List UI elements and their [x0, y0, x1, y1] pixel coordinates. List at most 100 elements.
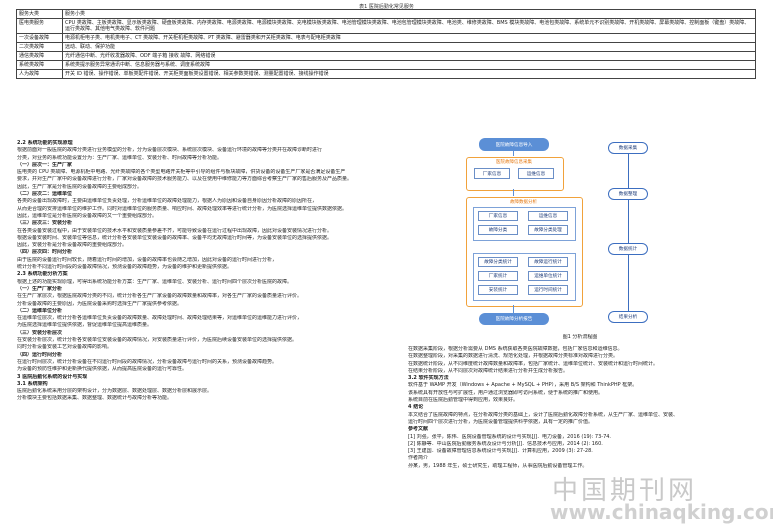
section-heading: 4 结论	[408, 404, 424, 411]
paragraph-line: [3] 王建国．设备故障管理信息系统设计与实现[J]．计算机应用，2009 (3…	[408, 448, 593, 455]
paragraph-line: 由于医院的设备运行时间较长，随着运行时间的增加，设备的故障率也会随之增加，因此对…	[17, 256, 278, 263]
section-heading: 3 医院后勤化系统的设计与实现	[17, 373, 88, 380]
stat-box: 厂家统计	[478, 271, 518, 281]
diagram-bottom-node: 医院故障分析报告	[479, 313, 549, 325]
category-cell: 系统类故障	[16, 60, 63, 70]
table-header-cell: 服务小类	[62, 9, 756, 19]
subcategory-cell: 光纤通信中断、光纤收发器故障、ODF 端子箱 接收 故障、网络错误	[62, 51, 756, 61]
ops-info-box: 运维信息	[518, 168, 554, 179]
section-heading: （二）运维单位分析	[17, 307, 63, 314]
paragraph-line: 在结果分析阶段，从不同层次对故障统计结果进行分析并生成分析报告。	[408, 367, 569, 374]
paragraph-line: 在运行时间层次，统计分析设备在不同运行时间段的故障情况，分析设备故障与运行时间的…	[17, 358, 278, 365]
vendor-box: 厂家信息	[478, 211, 518, 221]
side-line	[628, 148, 629, 316]
section-heading: （三）安装分析层次	[17, 329, 63, 336]
paragraph-line: 根据上述的功能实现原理，可得出系统功能分析方案：生产厂家、运维单位、安装分析、运…	[17, 278, 293, 285]
paragraph-line: 在生产厂家层次，根据医院故障分类的不同，统计分析各生产厂家设备的故障数量和故障率…	[17, 293, 303, 300]
paragraph-line: 本文结合了医院故障的特点，在分析故障分类的基础上，设计了医院后勤化故障分析系统，…	[408, 411, 679, 418]
paragraph-line: 医院后勤化系统采用分层的架构设计，分为数据层、数据处理层、数据分析层和展示层。	[17, 388, 213, 395]
vendor-info-box: 厂家信息	[474, 168, 510, 179]
paragraph-line: 在数据采集阶段，根据分析需要从 DMS 系统获取各类医院故障数据，包括厂家信息和…	[408, 346, 623, 352]
category-box: 故障分类	[478, 225, 518, 235]
paragraph-line: 在数据统计阶段，从不同维度统计故障数量和故障率，包括厂家统计、运维单位统计、安装…	[408, 360, 659, 367]
paragraph-line: 软件基于 WAMP 开发（Windows + Apache + MySQL + …	[408, 382, 638, 389]
section-heading: 3.2 软件实现方法	[408, 375, 449, 382]
subcategory-cell: 开关 ID 错误、操作错误、单板类配件错误、开关柜类面板类设置错误、相关参数类错…	[62, 69, 756, 79]
table-row: 二次类故障远动、联动、保护功能	[16, 42, 756, 52]
paragraph-line: 根据设备安装时间、安装单位等信息，统计分析各安装单位安装设备的故障率、设备平均无…	[17, 234, 333, 241]
category-cell: 二次类故障	[16, 42, 63, 52]
subcategory-cell: 远动、联动、保护功能	[62, 42, 756, 52]
analysis-group-label: 故障数据分析	[510, 200, 537, 205]
table-row: 通信类故障光纤通信中断、光纤收发器故障、ODF 端子箱 接收 故障、网络错误	[16, 51, 756, 61]
category-cell: 人为故障	[16, 69, 63, 79]
section-heading: 2.2 系统功能的实现原理	[17, 140, 73, 146]
table-row: 人为故障开关 ID 错误、操作错误、单板类配件错误、开关柜类面板类设置错误、相关…	[16, 69, 756, 79]
paragraph-line: 从而更合理的安排运维单位的维护工作。同时对运维单位的服务质量、响应时间、故障处理…	[17, 205, 348, 212]
paragraph-line: 各类的设备出现故障时，主要由运维单位负责处理，分析运维单位的故障处理能力，根据人…	[17, 198, 318, 205]
category-cell: 通信类故障	[16, 51, 63, 61]
stat-box: 运行时间统计	[528, 285, 568, 295]
watermark-url: www.chinaqking.com	[550, 500, 773, 524]
left-text-column: 2.2 系统功能的实现原理根据前面对一般医院的故障分类进行业务模型的分析，分为设…	[17, 140, 395, 403]
subcategory-cell: CPU 类故障、主板类故障、显示板类故障、硬盘板类故障、内存类故障、电源类故障、…	[62, 18, 756, 34]
side-step-collect: 数据采集	[608, 142, 648, 154]
paragraph-line: 医电类的 CPU 类故障、电源机柜中电路、光纤类故障的各个类型电路开关柜等中引导…	[17, 169, 346, 176]
paragraph-line: 该系统具有开放性与可扩展性，用户通过浏览器即可访问系统，便于系统的推广和使用。	[408, 389, 604, 396]
arrow	[513, 189, 514, 196]
section-heading: （一）层次一：生产厂家	[17, 161, 73, 168]
stat-box: 安装统计	[478, 285, 518, 295]
paragraph-line: 系统目前在医院后勤管理中得到应用，效果良好。	[408, 397, 519, 404]
analysis-subgroup-b	[473, 253, 576, 301]
table-caption: 表1 医院后勤化常见服务	[359, 4, 414, 10]
section-heading: （四）运行时间分析	[17, 351, 63, 358]
ops-box: 运维信息	[528, 211, 568, 221]
section-heading: （二）层次二：运维单位	[17, 191, 73, 198]
paragraph-line: 分析模块主要包括数据采集、数据整理、数据统计与故障分析等功能。	[17, 395, 173, 402]
section-heading: 参考文献	[408, 426, 429, 433]
section-heading: （三）层次三：安装分析	[17, 220, 73, 227]
table-row: 一次设备故障电源机柜电子类、电机类电子、CT 类故障、开关柜机柜类故障、PT 类…	[16, 33, 756, 43]
paragraph-line: 分类，对业务的系统功能设置分为：生产厂家、运维单位、安装分析、时间故障等分析功能…	[17, 154, 223, 161]
paragraph-line: 在各类设备安装过程中，由于安装单位的技术水平和安装质量参差不齐，可能导致设备在运…	[17, 227, 333, 234]
stat-box: 运维单位统计	[528, 271, 568, 281]
paragraph-line: 分析设备故障的主要原因，为医院设备采购时选择生产厂家提供参考依据。	[17, 300, 183, 307]
paragraph-line: 因此，运维单位是分析医院的设备故障的又一个重要组成部分。	[17, 212, 158, 219]
category-cell: 一次设备故障	[16, 33, 63, 43]
table-row: 系统类故障系统类提示服务异常通讯中断、信息服务器与系统、调度系统故障	[16, 60, 756, 70]
arrow	[513, 151, 514, 156]
section-heading: （四）层次四：时间分析	[17, 249, 73, 256]
stat-box: 故障运行统计	[528, 257, 568, 267]
paragraph-line: 作者简介	[408, 455, 429, 462]
side-step-analysis: 结果分析	[608, 311, 648, 323]
stat-box: 故障分类统计	[478, 257, 518, 267]
watermark-cn: 中国期刊网	[552, 476, 698, 506]
section-heading: 3.1 系统架构	[17, 380, 48, 387]
paragraph-line: 孙某，男，1988 年生，硕士研究生，助理工程师，从事医院后勤设备管理工作。	[408, 462, 588, 469]
arrow	[513, 305, 514, 313]
analysis-group	[466, 197, 583, 307]
paragraph-line: 因此，安装分析是分析设备故障的重要组成部分。	[17, 242, 128, 249]
paragraph-line: [2] 陈静等．中山医院后勤服务系统及设计与分析[J]．信息技术与应用，2014…	[408, 440, 603, 447]
diagram-top-node: 医院故障信息导入	[479, 138, 549, 151]
category-cell: 医电类服务	[16, 18, 63, 34]
category-proc-box: 故障分类处理	[528, 225, 568, 235]
side-step-statistics: 数据统计	[608, 243, 648, 255]
paragraph-line: 在运维单位层次，统计分析各运维单位负责设备的故障数量、故障处理时间、故障处理结果…	[17, 315, 303, 322]
analysis-subgroup-a	[473, 207, 576, 241]
diagram-caption: 图1 分析流程图	[562, 334, 598, 340]
collect-group	[466, 157, 564, 191]
paragraph-line: 同时分析设备安装工艺对设备故障的影响。	[17, 344, 113, 351]
paragraph-line: 运行时间四个层次进行分析，为医院设备管理提供科学依据，具有一定的推广价值。	[408, 418, 594, 425]
paragraph-line: 因此，生产厂家是分析医院的设备故障的主要组成部分。	[17, 183, 143, 190]
collect-group-label: 医院故障信息采集	[496, 160, 532, 165]
paragraph-line: 为设备的预防性维护和更新换代提供依据，从而提高医院设备的运行可靠性。	[17, 366, 188, 373]
paragraph-line: 为医院选择运维单位提供依据，督促运维单位提高运维质量。	[17, 322, 153, 329]
table-header-row: 服务大类 服务小类	[16, 9, 756, 19]
paragraph-line: 根据前面对一般医院的故障分类进行业务模型的分析，分为设备层次模块、系统层次模块、…	[17, 147, 323, 154]
table-header-cell: 服务大类	[16, 9, 63, 19]
paragraph-line: 要求，并对生产厂家中的设备故障进行分析，厂家对设备故障的技术服务能力、以及在使用…	[17, 176, 353, 183]
subcategory-cell: 电源机柜电子类、电机类电子、CT 类故障、开关柜机柜类故障、PT 类故障、避雷器…	[62, 33, 756, 43]
paragraph-line: [1] 刘强，张平，陈伟．医院设备管理系统的设计与实现[J]．电力设备，2016…	[408, 433, 612, 440]
